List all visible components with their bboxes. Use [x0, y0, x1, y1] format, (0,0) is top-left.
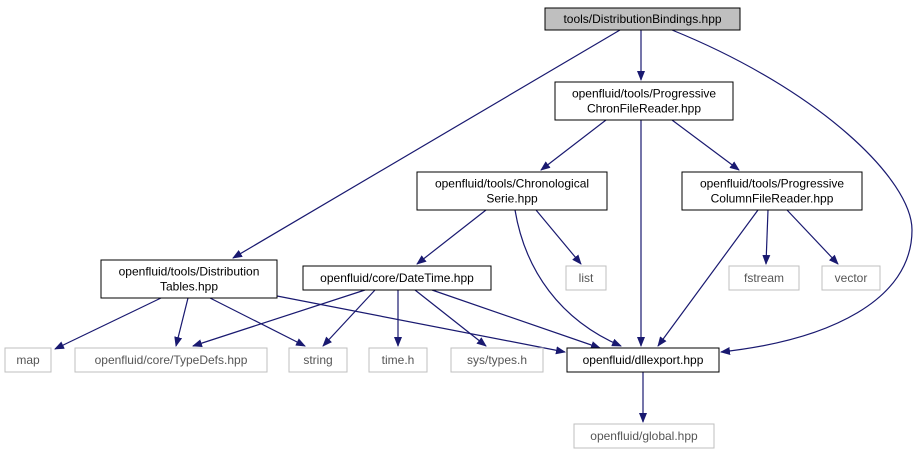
nodes: tools/DistributionBindings.hpp openfluid/… [4, 7, 881, 449]
node-label: openfluid/tools/Chronological [435, 177, 589, 191]
node-label: tools/DistributionBindings.hpp [563, 12, 721, 26]
node-box [74, 347, 268, 373]
node-systypes: sys/types.h [450, 347, 544, 373]
node-label: sys/types.h [467, 353, 527, 367]
edge-pcolfr-to-fstream [762, 209, 771, 265]
node-dllexport[interactable]: openfluid/dllexport.hpp [566, 347, 720, 373]
node-label: Tables.hpp [160, 280, 218, 294]
node-label: map [16, 353, 40, 367]
node-box [288, 347, 348, 373]
edge-pcfr-to-pcolfr [671, 119, 740, 171]
node-pcolfr[interactable]: openfluid/tools/ProgressiveColumnFileRea… [681, 171, 863, 211]
node-label: string [303, 353, 332, 367]
node-timeh: time.h [368, 347, 428, 373]
node-box [450, 347, 544, 373]
node-label: openfluid/dllexport.hpp [583, 353, 704, 367]
edge-pcfr-to-cs [540, 119, 607, 171]
node-box [368, 347, 428, 373]
node-pcfr[interactable]: openfluid/tools/ProgressiveChronFileRead… [554, 81, 734, 121]
node-box [681, 171, 863, 211]
node-label: Serie.hpp [486, 192, 538, 206]
node-vector: vector [821, 265, 881, 291]
node-typedefs: openfluid/core/TypeDefs.hpp [74, 347, 268, 373]
node-label: openfluid/core/TypeDefs.hpp [95, 353, 248, 367]
edges [54, 29, 913, 423]
node-label: openfluid/core/DateTime.hpp [320, 271, 474, 285]
edge-pcolfr-to-dllexport [657, 209, 759, 347]
node-label: openfluid/tools/Progressive [572, 87, 716, 101]
node-box [544, 7, 741, 31]
node-datetime[interactable]: openfluid/core/DateTime.hpp [302, 265, 492, 291]
edge-datetime-to-dllexport [431, 289, 601, 349]
edge-datetime-to-string [322, 289, 376, 347]
edge-root-to-dllexport [671, 29, 913, 355]
edge-dt-to-map [54, 297, 162, 350]
node-box [100, 259, 278, 299]
node-label: openfluid/tools/Progressive [700, 177, 844, 191]
edge-root-to-dt [232, 29, 621, 259]
node-list: list [565, 265, 607, 291]
node-box [302, 265, 492, 291]
node-root[interactable]: tools/DistributionBindings.hpp [544, 7, 741, 31]
node-label: vector [835, 271, 868, 285]
node-label: ChronFileReader.hpp [587, 102, 701, 116]
node-box [4, 347, 52, 373]
edge-cs-to-datetime [416, 209, 487, 265]
node-label: time.h [382, 353, 415, 367]
node-fstream: fstream [728, 265, 800, 291]
edge-cs-to-dllexport [514, 209, 622, 347]
node-box [728, 265, 800, 291]
edge-pcolfr-to-vector [786, 209, 839, 265]
edge-datetime-to-typedefs [192, 289, 366, 348]
node-box [416, 171, 608, 211]
edge-dt-to-string [209, 297, 306, 347]
node-box [573, 423, 715, 449]
node-map: map [4, 347, 52, 373]
node-label: ColumnFileReader.hpp [711, 192, 834, 206]
node-label: openfluid/global.hpp [590, 429, 698, 443]
node-box [554, 81, 734, 121]
node-label: fstream [744, 271, 784, 285]
node-box [821, 265, 881, 291]
edge-dt-to-dllexport [276, 295, 566, 355]
node-global: openfluid/global.hpp [573, 423, 715, 449]
node-label: list [579, 271, 594, 285]
edge-dt-to-typedefs [174, 297, 189, 347]
node-box [565, 265, 607, 291]
node-string: string [288, 347, 348, 373]
edge-cs-to-list [535, 209, 582, 265]
edge-datetime-to-systypes [414, 289, 487, 347]
node-box [566, 347, 720, 373]
node-label: openfluid/tools/Distribution [119, 265, 260, 279]
